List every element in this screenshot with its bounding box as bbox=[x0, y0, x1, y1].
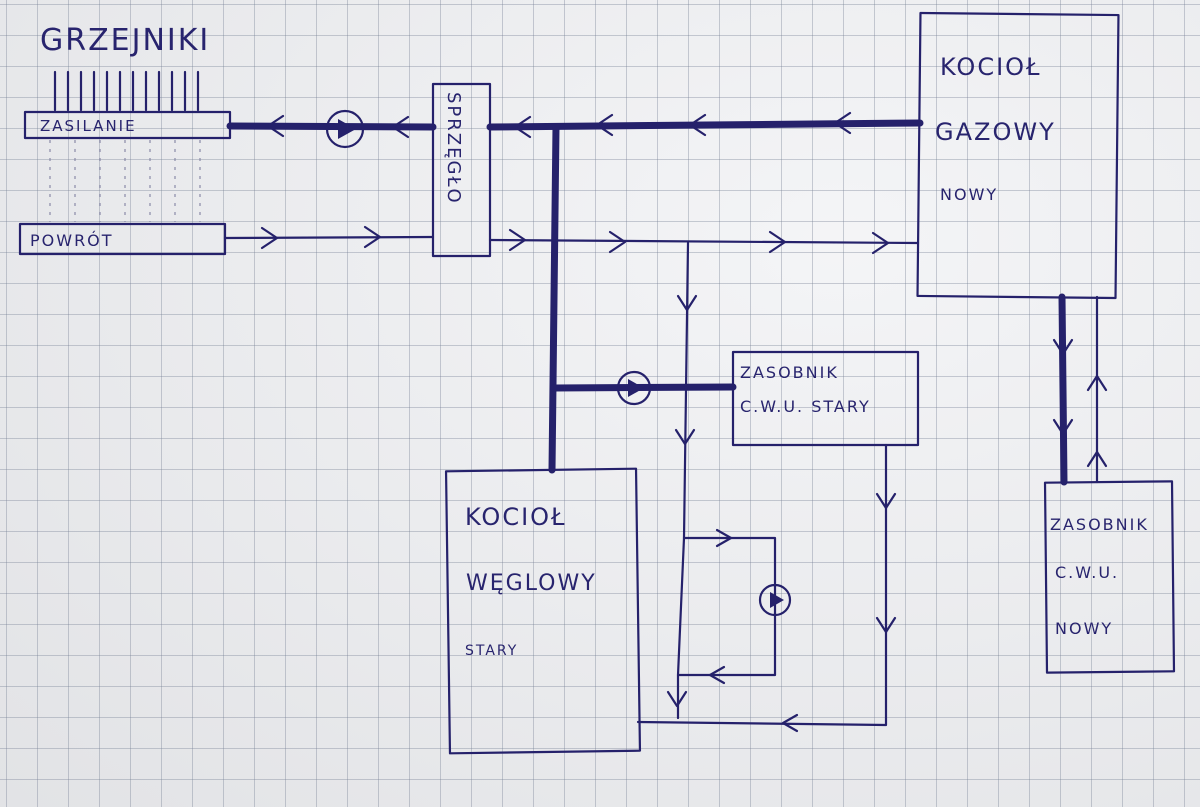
new-tank-supply-pipe bbox=[1058, 293, 1068, 486]
gas-boiler-line1: KOCIOŁ bbox=[940, 53, 1042, 81]
gas-boiler-box bbox=[916, 11, 1120, 300]
return-branch-pipe bbox=[682, 241, 690, 540]
gas-boiler-line3: NOWY bbox=[940, 185, 998, 204]
coal-boiler-box bbox=[444, 467, 642, 755]
coal-boiler-line1: KOCIOŁ bbox=[465, 503, 567, 531]
new-tank-line2: C.W.U. bbox=[1055, 563, 1119, 582]
coal-boiler-loop-left bbox=[676, 536, 686, 677]
radiator-body-lines bbox=[49, 140, 201, 222]
pump-radiator-supply bbox=[325, 109, 365, 149]
coupling-box bbox=[431, 82, 492, 258]
supply-main-pipe bbox=[486, 119, 924, 131]
pump-old-tank bbox=[616, 370, 652, 406]
flow-arrows bbox=[260, 111, 1108, 733]
coal-boiler-loop-pipe bbox=[676, 536, 777, 720]
pump-coal-boiler-loop bbox=[758, 583, 792, 617]
radiator-return-pipe bbox=[223, 235, 435, 240]
coal-boiler-line3: STARY bbox=[465, 643, 518, 659]
coal-boiler-line2: WĘGLOWY bbox=[466, 571, 597, 596]
new-tank-line1: ZASOBNIK bbox=[1050, 515, 1149, 534]
old-tank-line2: C.W.U. STARY bbox=[740, 397, 871, 416]
new-tank-line3: NOWY bbox=[1055, 619, 1113, 638]
gas-boiler-line2: GAZOWY bbox=[935, 118, 1056, 146]
coal-boiler-supply-pipe bbox=[548, 123, 560, 474]
coupling-label: SPRZĘGŁO bbox=[443, 92, 464, 205]
old-tank-line1: ZASOBNIK bbox=[740, 363, 839, 382]
radiator-return-label: POWRÓT bbox=[30, 231, 114, 250]
radiator-supply-label: ZASILANIE bbox=[40, 117, 137, 135]
new-tank-box bbox=[1043, 480, 1176, 674]
title-grzejniki: GRZEJNIKI bbox=[40, 23, 210, 58]
old-tank-supply-pipe bbox=[550, 383, 737, 392]
old-tank-box bbox=[731, 350, 920, 447]
radiator-fins bbox=[53, 70, 200, 112]
radiator-supply-pipe bbox=[226, 122, 437, 131]
old-tank-return-pipe bbox=[636, 443, 888, 727]
return-main-pipe bbox=[488, 238, 920, 245]
